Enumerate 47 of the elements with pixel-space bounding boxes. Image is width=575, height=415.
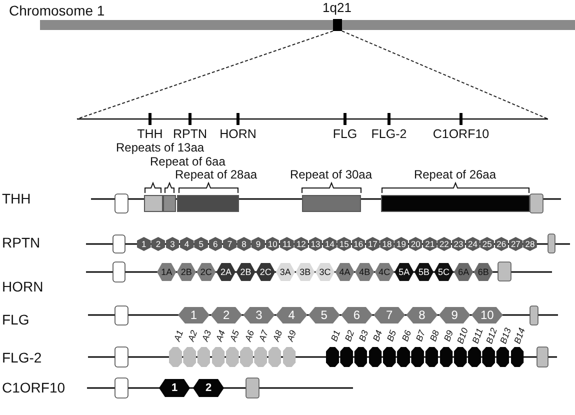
repeat-label: Repeat of 30aa bbox=[290, 168, 372, 182]
repeat-label: Repeat of 28aa bbox=[175, 168, 258, 182]
gene-name: FLG bbox=[332, 127, 358, 141]
repeat-label: Repeat of 6aa bbox=[150, 155, 226, 168]
repeat-label: A2 bbox=[186, 329, 199, 343]
repeat-label: B3 bbox=[358, 329, 370, 343]
repeat-label: A9 bbox=[286, 329, 298, 343]
repeat-label: B12 bbox=[484, 326, 499, 346]
repeat-label: Repeat of 26aa bbox=[414, 168, 496, 182]
repeat-label: A6 bbox=[243, 329, 256, 343]
repeat-label: A1 bbox=[172, 329, 185, 343]
repeat-label: B6 bbox=[400, 329, 413, 343]
band-label: 1q21 bbox=[322, 1, 352, 15]
repeat-label: B1 bbox=[329, 329, 342, 343]
gene-name: RPTN bbox=[172, 127, 208, 141]
gene-name: THH bbox=[2, 192, 31, 206]
gene-name: RPTN bbox=[2, 236, 40, 250]
repeat-block bbox=[163, 195, 176, 212]
gene-name: FLG-2 bbox=[2, 350, 42, 366]
repeat-label: A8 bbox=[272, 329, 284, 343]
gene-name: HORN bbox=[2, 280, 44, 294]
repeat-label: B7 bbox=[414, 329, 427, 343]
gene-name: C1ORF10 bbox=[2, 380, 66, 396]
repeat-label: B4 bbox=[372, 329, 384, 343]
repeat-block bbox=[381, 195, 530, 212]
repeat-label: B13 bbox=[498, 326, 513, 346]
gene-name: FLG-2 bbox=[371, 127, 407, 141]
chromosome-label: Chromosome 1 bbox=[9, 4, 105, 18]
gene-name: HORN bbox=[220, 127, 256, 141]
repeat-label: Repeats of 13aa bbox=[116, 142, 204, 154]
gene-name: C1ORF10 bbox=[432, 127, 490, 141]
gene-name: FLG bbox=[2, 312, 30, 328]
repeat-label: B9 bbox=[442, 329, 456, 343]
repeat-label: B2 bbox=[344, 329, 356, 343]
repeat-block bbox=[302, 195, 361, 212]
repeat-label: A7 bbox=[258, 329, 270, 343]
repeat-label: A4 bbox=[214, 329, 228, 343]
repeat-block bbox=[144, 195, 163, 212]
repeat-label: B10 bbox=[456, 326, 470, 346]
repeat-label: B5 bbox=[386, 329, 398, 343]
repeat-label: A3 bbox=[200, 329, 213, 343]
gene-name: THH bbox=[137, 127, 163, 141]
repeat-label: A5 bbox=[229, 329, 242, 343]
repeat-label: B8 bbox=[428, 329, 441, 343]
repeat-label: B14 bbox=[513, 326, 528, 346]
repeat-block bbox=[177, 195, 239, 212]
repeat-label: B11 bbox=[470, 327, 484, 345]
